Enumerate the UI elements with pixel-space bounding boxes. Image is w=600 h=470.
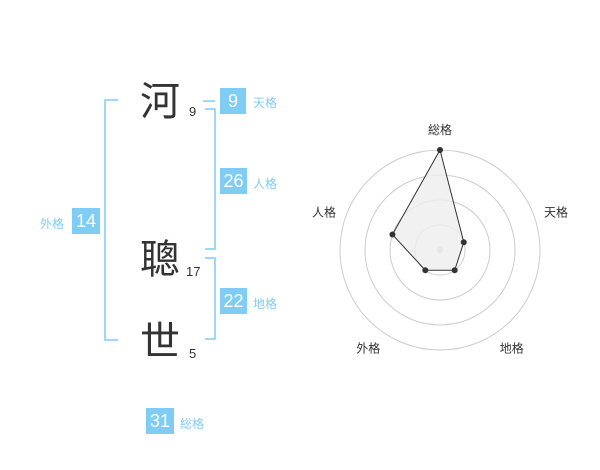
chikaku-value: 22 bbox=[220, 288, 247, 314]
stroke-count-3: 5 bbox=[189, 346, 197, 361]
jinkaku-bracket bbox=[205, 108, 216, 250]
jinkaku-value: 26 bbox=[220, 168, 247, 194]
radar-data-polygon bbox=[391, 148, 465, 271]
name-char-2: 聰 bbox=[140, 237, 180, 283]
radar-axis-label-5: 人格 bbox=[312, 204, 336, 219]
tenkaku-value: 9 bbox=[220, 88, 246, 114]
tenkaku-label: 天格 bbox=[253, 96, 278, 110]
name-char-1: 河 bbox=[140, 79, 180, 125]
radar-axis-label-4: 外格 bbox=[356, 341, 380, 356]
radar-axis-label-3: 地格 bbox=[500, 341, 524, 356]
radar-axis-label-1: 総格 bbox=[428, 122, 452, 137]
chikaku-label: 地格 bbox=[253, 297, 278, 311]
gaikaku-label: 外格 bbox=[40, 217, 65, 231]
soukaku-value: 31 bbox=[146, 408, 174, 434]
radar-point-1 bbox=[437, 147, 443, 153]
radar-point-4 bbox=[422, 267, 429, 274]
name-char-3: 世 bbox=[140, 319, 180, 365]
radar-point-2 bbox=[460, 239, 467, 246]
stroke-count-1: 9 bbox=[189, 104, 197, 119]
radar-point-5 bbox=[389, 231, 396, 238]
soukaku-label: 総格 bbox=[180, 417, 205, 431]
gaikaku-bracket bbox=[104, 99, 118, 341]
gaikaku-value: 14 bbox=[72, 208, 100, 234]
stroke-count-2: 17 bbox=[186, 264, 201, 279]
radar-axis-label-2: 天格 bbox=[544, 204, 568, 219]
jinkaku-label: 人格 bbox=[253, 177, 278, 191]
chikaku-bracket bbox=[205, 257, 216, 340]
radar-point-3 bbox=[451, 267, 458, 274]
